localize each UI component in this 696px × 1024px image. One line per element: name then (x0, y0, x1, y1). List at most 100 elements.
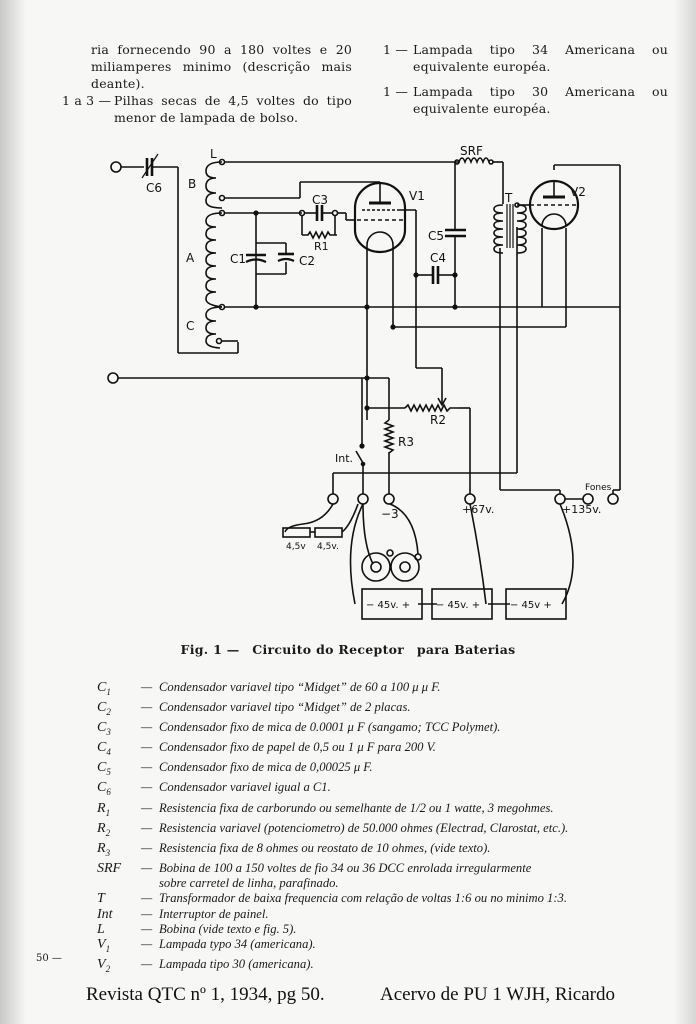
label-r3: R3 (398, 435, 414, 449)
legend-dash: — (141, 860, 153, 875)
figure-title-a: Circuito do Receptor (252, 642, 405, 657)
round-cells (349, 503, 422, 605)
label-c3: C3 (312, 193, 328, 207)
choke-srf (454, 157, 504, 204)
legend-symbol-subscript: 1 (105, 944, 111, 955)
legend-row: C2— Condensador variavel tipo “Midget” de… (97, 700, 637, 720)
label-a: A (186, 251, 195, 265)
legend-dash: — (141, 922, 153, 937)
legend-symbol-letter: R (97, 800, 106, 816)
legend-row: C3—Condensador fixo de mica de 0.0001 μ … (97, 720, 637, 740)
figure-caption: Fig. 1 — Circuito do Receptor para Bater… (0, 642, 696, 657)
legend-description: Lampada tipo 30 (americana). (159, 957, 314, 972)
page-edge-shadow-left (0, 0, 26, 1024)
label-int: Int. (335, 452, 353, 465)
legend-dash: — (141, 700, 153, 715)
label-cell-1: 4,5v (286, 542, 306, 552)
coil-a (205, 209, 620, 311)
terminal-a (327, 493, 339, 505)
page-edge-shadow-right (674, 0, 696, 1024)
label-srf: SRF (460, 144, 483, 158)
legend-symbol: C3 (97, 720, 141, 740)
legend-symbol-letter: V (97, 937, 106, 953)
label-v2: V2 (570, 185, 586, 199)
legend-symbol-subscript: 1 (105, 807, 111, 818)
legend-symbol: T (97, 891, 141, 906)
item-text: Lampada tipo 30 Americana ou equivalente… (413, 84, 668, 116)
legend-description: Condensador fixo de mica de 0,00025 μ F. (159, 760, 373, 775)
terminal-fones-2 (607, 493, 619, 505)
legend-description: Condensador fixo de mica de 0.0001 μ F (… (159, 720, 501, 735)
legend-row: L — Bobina (vide texto e fig. 5). (97, 922, 637, 937)
legend-description: Resistencia fixa de carborundo ou semelh… (159, 800, 554, 815)
legend-dash: — (141, 680, 153, 694)
tube-v2 (528, 164, 621, 490)
legend-description: Condensador variavel tipo “Midget” de 2 … (159, 700, 411, 715)
label-fones: Fones (585, 483, 612, 493)
legend-symbol-letter: R (97, 840, 106, 856)
legend-dash: — (141, 820, 153, 835)
legend-symbol: Int (97, 907, 141, 922)
legend-symbol: C6 (97, 780, 141, 800)
list-item: 1 a 3 — Pilhas secas de 4,5 voltes do ti… (62, 92, 352, 126)
legend-symbol-letter: V (97, 957, 106, 973)
legend-description-continued: sobre carretel de linha, parafinado. (159, 876, 339, 891)
legend-symbol-subscript: 1 (106, 686, 111, 697)
capacitor-c4 (413, 266, 458, 284)
legend-symbol-subscript: 4 (106, 747, 111, 758)
legend-symbol: C4 (97, 740, 141, 760)
label-c: C (186, 319, 194, 333)
terminal-row (327, 489, 620, 505)
legend-dash: — (141, 840, 153, 855)
legend-symbol-letter: C (97, 780, 107, 796)
potentiometer-r2 (364, 390, 471, 494)
list-item: 1 — Lampada tipo 34 Americana ou equival… (383, 41, 668, 75)
legend-description: Bobina (vide texto e fig. 5). (159, 922, 297, 937)
label-c1: C1 (230, 252, 246, 266)
legend-description: Interruptor de painel. (159, 906, 269, 921)
ground-terminal (107, 372, 370, 384)
legend-description: Transformador de baixa frequencia com re… (159, 891, 567, 906)
legend-description: Condensador variavel tipo “Midget” de 60… (159, 680, 441, 694)
item-number: 1 — (383, 84, 409, 99)
tube-v1 (353, 181, 443, 420)
legend-row: C6—Condensador variavel igual a C1. (97, 780, 637, 800)
item-text: Lampada tipo 34 Americana ou equivalente… (413, 42, 668, 74)
capacitors-c1-c2 (245, 210, 295, 310)
legend-row: V1 — Lampada typo 34 (americana). (97, 937, 637, 957)
antenna-terminal (110, 161, 144, 173)
legend-description: Lampada typo 34 (americana). (159, 937, 316, 952)
batteries-45v (361, 503, 574, 620)
receiver-circuit-schematic: C6 L B A C C1 (107, 144, 621, 620)
legend-symbol: C2 (97, 700, 141, 720)
text-column-left: ria fornecendo 90 a 180 voltes e 20 mili… (62, 41, 352, 126)
legend-symbol: R3 (97, 841, 141, 861)
legend-symbol-subscript: 5 (106, 767, 111, 778)
legend-symbol-letter: T (97, 891, 105, 907)
parts-legend: C 1 — Condensador variavel tipo “Midget” de… (97, 680, 637, 978)
legend-row: C5—Condensador fixo de mica de 0,00025 μ… (97, 760, 637, 780)
legend-dash: — (141, 780, 153, 795)
legend-symbol-letter: C (97, 740, 107, 756)
legend-dash: — (141, 760, 153, 775)
terminal-minus3 (383, 493, 395, 505)
cells-4-5v (282, 503, 359, 538)
label-c2: C2 (299, 254, 315, 268)
list-item: 1 — Lampada tipo 30 Americana ou equival… (383, 83, 668, 117)
legend-symbol-letter: L (97, 922, 105, 938)
legend-row: V2—Lampada tipo 30 (americana). (97, 957, 637, 977)
label-r1: R1 (314, 240, 329, 253)
legend-dash: — (141, 740, 153, 755)
coil-b (205, 158, 460, 209)
terminal-fones-1 (582, 493, 594, 505)
legend-description: Resistencia fixa de 8 ohmes ou reostato … (159, 840, 491, 855)
label-v1: V1 (409, 189, 425, 203)
label-b: B (188, 177, 196, 191)
footer-credit: Acervo de PU 1 WJH, Ricardo (380, 984, 615, 1005)
figure-number: Fig. 1 — (180, 642, 240, 657)
legend-dash: — (141, 957, 153, 972)
legend-symbol: R1 (97, 801, 141, 821)
legend-symbol-letter: R (97, 820, 106, 836)
legend-dash: — (141, 937, 153, 952)
legend-symbol-subscript: 3 (106, 726, 111, 737)
